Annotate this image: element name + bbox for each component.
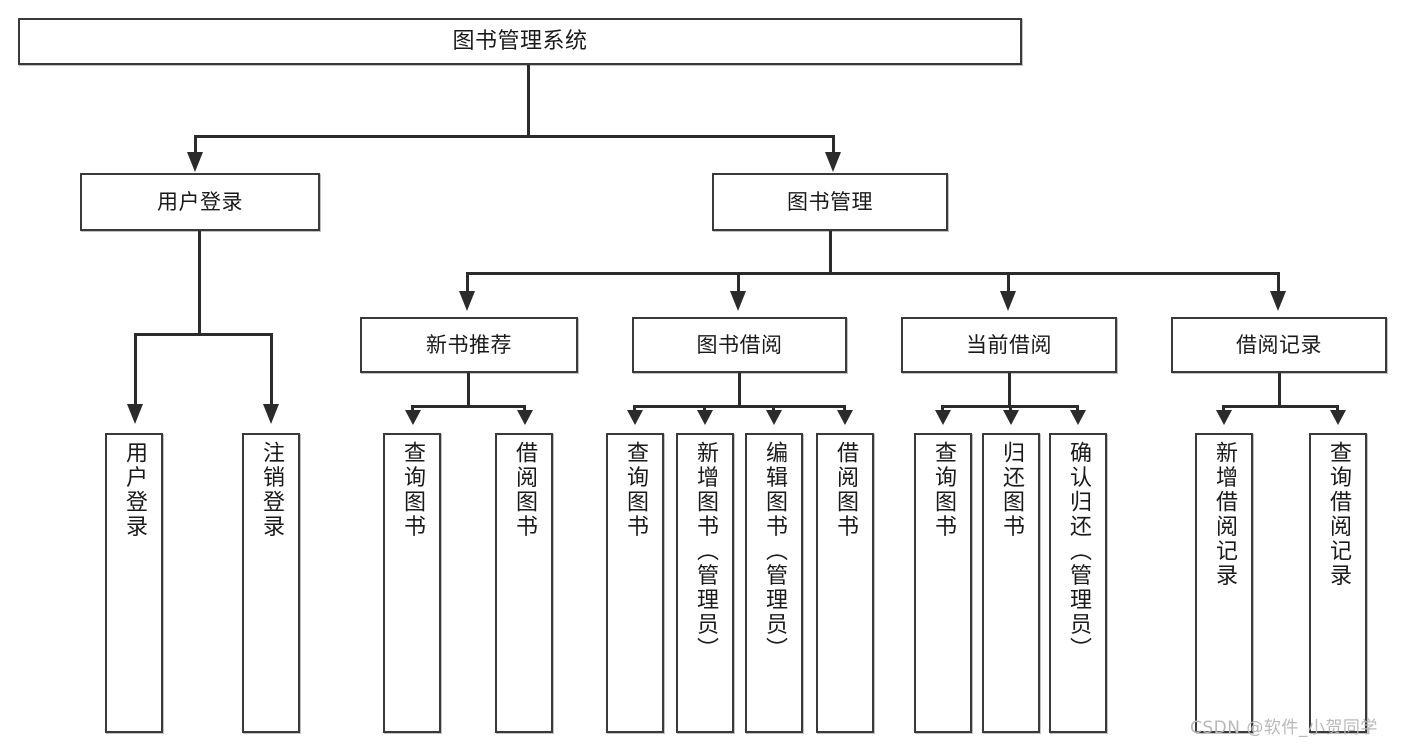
node-label: 借阅图书 (512, 441, 537, 539)
node-label: 借阅图书 (833, 441, 858, 539)
arrow-bb-leaf-1 (627, 410, 643, 425)
node-label: 查询图书 (623, 441, 648, 539)
node-label: 注销登录 (259, 441, 284, 539)
arrow-to-current-borrow (1000, 291, 1016, 311)
arrow-cb-leaf-2 (1003, 410, 1019, 425)
connector-to-borrow-record (1277, 272, 1280, 298)
connector-book-manage-bar (466, 272, 1280, 275)
node-label: 查询借阅记录 (1326, 441, 1351, 588)
connector-to-book-borrow (737, 272, 740, 298)
leaf-borrow-book-2[interactable]: 借阅图书 (816, 433, 874, 733)
arrow-user-login-leaf-1 (127, 404, 143, 424)
node-book-management-system[interactable]: 图书管理系统 (18, 18, 1022, 65)
arrow-bb-leaf-2 (697, 410, 713, 425)
connector-book-borrow-stem (738, 373, 741, 408)
node-label: 新增借阅记录 (1212, 441, 1237, 588)
connector-borrow-record-bar (1222, 405, 1339, 408)
arrow-cb-leaf-3 (1070, 410, 1086, 425)
connector-user-login-stem (198, 231, 201, 336)
arrow-to-book-borrow (730, 291, 746, 311)
arrow-nbr-leaf-1 (405, 410, 421, 425)
leaf-add-borrow-record[interactable]: 新增借阅记录 (1195, 433, 1253, 733)
node-label: 新书推荐 (426, 332, 512, 357)
arrow-bb-leaf-4 (837, 410, 853, 425)
leaf-return-book[interactable]: 归还图书 (982, 433, 1040, 733)
leaf-borrow-book-1[interactable]: 借阅图书 (495, 433, 553, 733)
node-book-borrow[interactable]: 图书借阅 (632, 317, 847, 373)
leaf-query-borrow-record[interactable]: 查询借阅记录 (1309, 433, 1367, 733)
node-current-borrow[interactable]: 当前借阅 (901, 317, 1117, 373)
node-label: 图书借阅 (696, 332, 783, 357)
leaf-query-book-1[interactable]: 查询图书 (383, 433, 441, 733)
connector-root-stem (527, 65, 530, 137)
leaf-edit-book-admin[interactable]: 编辑图书（管理员） (745, 433, 803, 733)
arrow-to-borrow-record (1270, 291, 1286, 311)
node-label: 查询图书 (931, 441, 956, 539)
arrow-to-new-book-recommend (459, 291, 475, 311)
node-label: 用户登录 (122, 441, 147, 539)
connector-to-current-borrow (1007, 272, 1010, 298)
leaf-confirm-return-admin[interactable]: 确认归还（管理员） (1049, 433, 1107, 733)
node-new-book-recommend[interactable]: 新书推荐 (360, 317, 578, 373)
leaf-query-book-2[interactable]: 查询图书 (606, 433, 664, 733)
connector-user-login-bar (134, 333, 273, 336)
node-user-login[interactable]: 用户登录 (80, 173, 320, 231)
connector-to-new-book-recommend (466, 272, 469, 298)
connector-user-login-drop-2 (270, 333, 273, 411)
connector-borrow-record-stem (1278, 373, 1281, 408)
arrow-root-to-user-login (187, 152, 203, 172)
leaf-user-login[interactable]: 用户登录 (105, 433, 163, 733)
leaf-query-book-3[interactable]: 查询图书 (914, 433, 972, 733)
arrow-nbr-leaf-2 (517, 410, 533, 425)
arrow-root-to-book-manage (825, 152, 841, 172)
connector-new-book-recommend-bar (411, 405, 526, 408)
connector-current-borrow-stem (1008, 373, 1011, 408)
node-label: 图书管理系统 (452, 28, 588, 54)
connector-user-login-drop-1 (134, 333, 137, 411)
connector-root-to-book-manage (832, 135, 835, 161)
arrow-br-leaf-1 (1216, 410, 1232, 425)
leaf-add-book-admin[interactable]: 新增图书（管理员） (676, 433, 734, 733)
watermark-text: CSDN @软件_小贺同学 (1190, 718, 1378, 738)
connector-book-borrow-bar (633, 405, 846, 408)
arrow-bb-leaf-3 (766, 410, 782, 425)
connector-new-book-recommend-stem (467, 373, 470, 408)
node-label: 新增图书（管理员） (693, 441, 718, 662)
connector-book-manage-stem (829, 231, 832, 275)
leaf-logout-login[interactable]: 注销登录 (242, 433, 300, 733)
connector-root-to-user-login (194, 135, 197, 161)
node-label: 图书管理 (787, 189, 873, 214)
connector-root-bar (194, 135, 835, 138)
arrow-user-login-leaf-2 (263, 404, 279, 424)
node-label: 确认归还（管理员） (1066, 441, 1091, 662)
node-label: 编辑图书（管理员） (762, 441, 787, 662)
node-label: 归还图书 (999, 441, 1024, 539)
node-label: 借阅记录 (1236, 332, 1322, 357)
node-label: 用户登录 (157, 189, 243, 214)
node-book-manage[interactable]: 图书管理 (712, 173, 948, 231)
node-label: 查询图书 (400, 441, 425, 539)
arrow-br-leaf-2 (1330, 410, 1346, 425)
node-label: 当前借阅 (966, 332, 1052, 357)
node-borrow-record[interactable]: 借阅记录 (1171, 317, 1387, 373)
arrow-cb-leaf-1 (935, 410, 951, 425)
